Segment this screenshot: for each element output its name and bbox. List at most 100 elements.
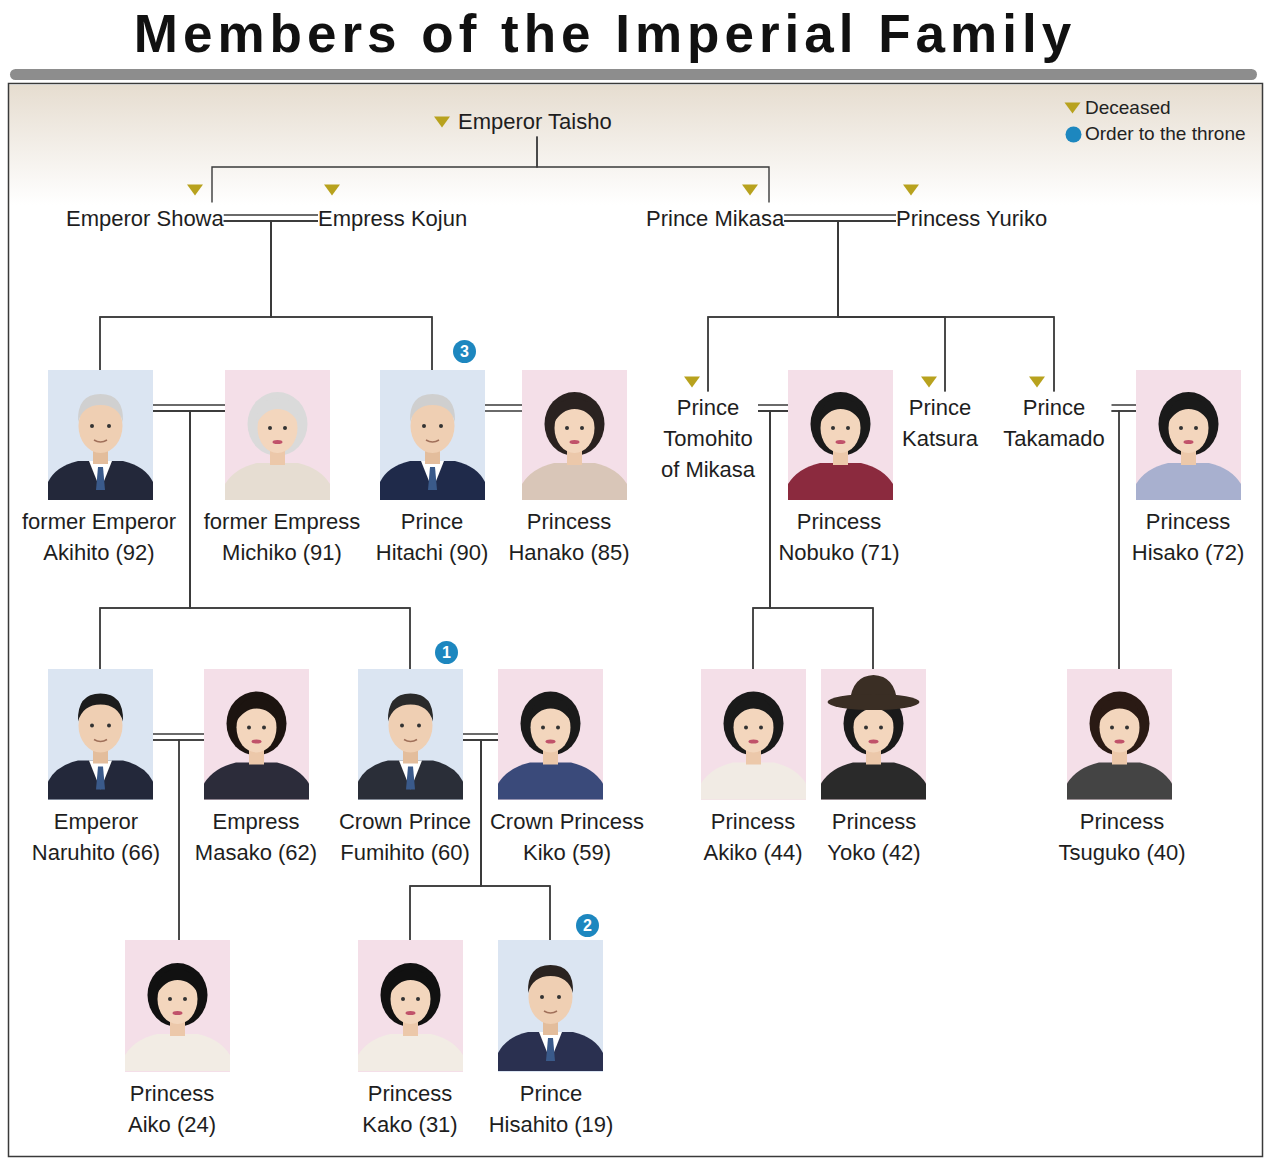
person-box: Princess Yoko (42): [821, 669, 926, 868]
person-box: Prince Hitachi (90): [372, 370, 492, 568]
hat: [828, 694, 920, 710]
person-box: Prince Hisahito (19): [484, 940, 619, 1140]
marriage-line: [463, 734, 498, 740]
person-box: Princess Akiko (44): [698, 669, 808, 868]
photo: [498, 940, 603, 1072]
callout-number: 3: [453, 340, 476, 363]
photo: [358, 669, 463, 800]
person-box: Princess Hanako (85): [504, 370, 634, 568]
descent-line: [753, 411, 770, 669]
person-box: Princess Tsuguko (40): [1052, 669, 1192, 868]
person-box: former Empress Michiko (91): [200, 370, 365, 568]
photo: [1067, 669, 1172, 800]
legend-dot: [1066, 127, 1082, 143]
photo: [380, 370, 485, 500]
deceased-mark: [324, 185, 340, 196]
descent-line: [100, 221, 271, 370]
photo: [204, 669, 309, 800]
person-name: Emperor Showa: [66, 203, 224, 234]
descent-line: [537, 137, 769, 203]
deceased-mark: [434, 117, 450, 128]
deceased-mark: [742, 185, 758, 196]
person-box: Prince Katsura: [895, 392, 985, 454]
descent-line: [100, 221, 318, 370]
marriage-line: [758, 405, 788, 411]
person-name: Empress Masako (62): [189, 806, 324, 868]
person-name: Princess Hisako (72): [1128, 506, 1248, 568]
marriage-line: [224, 215, 318, 221]
marriage-line: [153, 734, 204, 740]
photo: [788, 370, 893, 500]
person-name: Princess Hanako (85): [504, 506, 634, 568]
deceased-mark: [921, 377, 937, 388]
photo: [125, 940, 230, 1072]
person-name: Prince Hisahito (19): [484, 1078, 619, 1140]
person-name: Prince Mikasa: [646, 203, 784, 234]
person-name: Princess Yoko (42): [824, 806, 924, 868]
photo: [48, 669, 153, 800]
deceased-mark: [684, 377, 700, 388]
person-name: Princess Tsuguko (40): [1052, 806, 1192, 868]
person-box: Crown Princess Kiko (59): [487, 669, 647, 868]
person-box: Emperor Naruhito (66): [26, 669, 166, 868]
person-name: Princess Akiko (44): [698, 806, 808, 868]
person-name: Princess Kako (31): [360, 1078, 460, 1140]
photo: [701, 669, 806, 800]
person-name: former Emperor Akihito (92): [17, 506, 182, 568]
descent-line: [224, 221, 432, 370]
portrait: [204, 692, 309, 800]
legend-swatch: [1065, 126, 1082, 143]
frame: [9, 84, 1263, 1157]
legend-text: Deceased: [1085, 97, 1171, 119]
legend-text: Order to the throne: [1085, 123, 1246, 145]
photo: [358, 940, 463, 1072]
deceased-mark: [1029, 377, 1045, 388]
descent-line: [784, 221, 1054, 392]
person-box: former Emperor Akihito (92): [17, 370, 182, 568]
descent-line: [271, 221, 432, 370]
marriage-line: [485, 405, 522, 411]
person-box: Crown Prince Fumihito (60): [335, 669, 475, 868]
photo: [225, 370, 330, 500]
person-name: Crown Princess Kiko (59): [487, 806, 647, 868]
photo: [1136, 370, 1241, 500]
marriage-line: [784, 215, 896, 221]
person-box: Prince Mikasa: [646, 203, 784, 234]
person-name: Princess Yuriko: [896, 203, 1047, 234]
portrait: [498, 692, 603, 800]
person-box: Princess Yuriko: [896, 203, 1047, 234]
portrait: [358, 694, 463, 800]
person-name: Crown Prince Fumihito (60): [335, 806, 475, 868]
person-box: Princess Aiko (24): [122, 940, 230, 1140]
legend-swatch: [1064, 100, 1081, 117]
portrait: [788, 392, 893, 500]
portrait: [358, 963, 463, 1071]
person-box: Emperor Showa: [66, 203, 224, 234]
person-name: Prince Katsura: [895, 392, 985, 454]
portrait: [1067, 692, 1172, 800]
portrait: [125, 963, 230, 1071]
photo: [498, 669, 603, 800]
portraits: [48, 370, 1241, 1072]
portrait: [48, 694, 153, 800]
person-box: Emperor Taisho: [458, 106, 612, 137]
person-box: Princess Kako (31): [358, 940, 463, 1140]
portrait: [48, 394, 153, 500]
person-name: Prince Takamado: [997, 392, 1112, 454]
portrait: [701, 692, 806, 800]
descent-line: [838, 221, 1054, 392]
header-band: [9, 85, 1262, 205]
deceased-mark: [187, 185, 203, 196]
descent-line: [1112, 411, 1120, 669]
photo: [821, 669, 926, 800]
person-name: Empress Kojun: [318, 203, 467, 234]
person-name: Princess Nobuko (71): [777, 506, 902, 568]
descent-line: [708, 221, 838, 392]
portrait: [498, 965, 603, 1071]
photo: [48, 370, 153, 500]
person-box: Princess Hisako (72): [1128, 370, 1248, 568]
person-box: Prince Tomohito of Mikasa: [658, 392, 758, 485]
person-box: Prince Takamado: [997, 392, 1112, 454]
person-name: Emperor Naruhito (66): [26, 806, 166, 868]
